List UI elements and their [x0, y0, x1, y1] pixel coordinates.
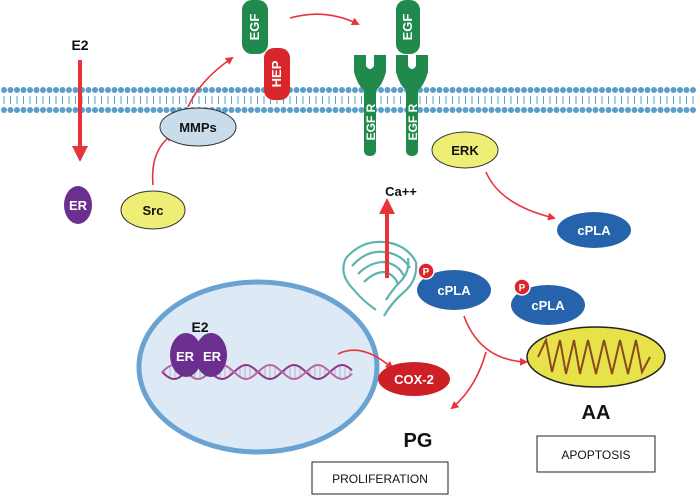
- thick-arrows: [72, 60, 395, 278]
- arrow-dna-to-cox2: [337, 349, 394, 370]
- mmps: [159, 107, 237, 147]
- pg-label: PG: [404, 430, 433, 452]
- apoptosis-label: APOPTOSIS: [561, 448, 630, 462]
- egf-r-label-2: EGF R: [406, 103, 420, 140]
- egf-label-2: EGF: [400, 14, 415, 41]
- arrow-egf-to-receptor: [289, 13, 360, 25]
- egf-label-1: EGF: [247, 14, 262, 41]
- cpla-cytosolic-label: cPLA: [577, 223, 611, 238]
- egf-ligand-2: [396, 0, 420, 54]
- mitochondrion: [526, 326, 666, 388]
- arrow-erk-to-cpla: [485, 171, 556, 221]
- egf-hep-complex: EGF HEP: [242, 0, 290, 100]
- calcium-label: Ca++: [385, 184, 417, 199]
- cox2-enzyme: [378, 362, 450, 396]
- cpla-phosphorylated-mito: [511, 285, 585, 325]
- cpla-phosphorylated-er: [417, 270, 491, 310]
- mmps-label: MMPs: [179, 120, 217, 135]
- er-dimer-right-label: ER: [203, 349, 222, 364]
- phosphate-badge-2: [513, 278, 531, 296]
- erk-kinase: [431, 131, 499, 169]
- egf-ligand-1: [242, 0, 268, 54]
- hep-ligand: [264, 48, 290, 100]
- cpla-cytosolic: [557, 212, 631, 248]
- erk-label: ERK: [451, 143, 479, 158]
- er-receptor: [64, 186, 92, 224]
- er-dimer-left-label: ER: [176, 349, 195, 364]
- er-dimer-right: [195, 333, 227, 377]
- proliferation-box: [311, 461, 449, 495]
- egf-receptor-1: [354, 55, 386, 156]
- apoptosis-box: [536, 435, 656, 473]
- phosphate-badge-1: [417, 262, 435, 280]
- er-dimer-left: [170, 333, 202, 377]
- nucleus: [136, 279, 380, 455]
- arrow-cpla-to-mito: [463, 315, 528, 366]
- src-kinase: [120, 190, 186, 230]
- egf-r-label-1: EGF R: [364, 103, 378, 140]
- hep-label: HEP: [269, 60, 284, 87]
- arrow-mmps-to-egf: [187, 56, 234, 108]
- endoplasmic-reticulum: [342, 240, 418, 317]
- cpla-er-label: cPLA: [437, 283, 471, 298]
- cpla-mito-label: cPLA: [531, 298, 565, 313]
- cell-membrane: [1, 87, 696, 113]
- egf-receptor-dimer: EGF EGF R EGF R: [354, 0, 428, 156]
- e2-label-top: E2: [71, 37, 88, 53]
- phosphate-label-2: P: [519, 283, 526, 294]
- er-receptor-label: ER: [69, 198, 88, 213]
- src-label: Src: [143, 203, 164, 218]
- cox2-label: COX-2: [394, 372, 434, 387]
- e2-label-nucleus: E2: [191, 319, 208, 335]
- phosphate-label-1: P: [423, 267, 430, 278]
- egf-receptor-2: [396, 55, 428, 156]
- arrow-cpla-to-pg: [450, 351, 487, 410]
- proliferation-label: PROLIFERATION: [332, 472, 428, 486]
- aa-label: AA: [582, 402, 611, 424]
- arrow-src-to-mmps: [151, 133, 174, 186]
